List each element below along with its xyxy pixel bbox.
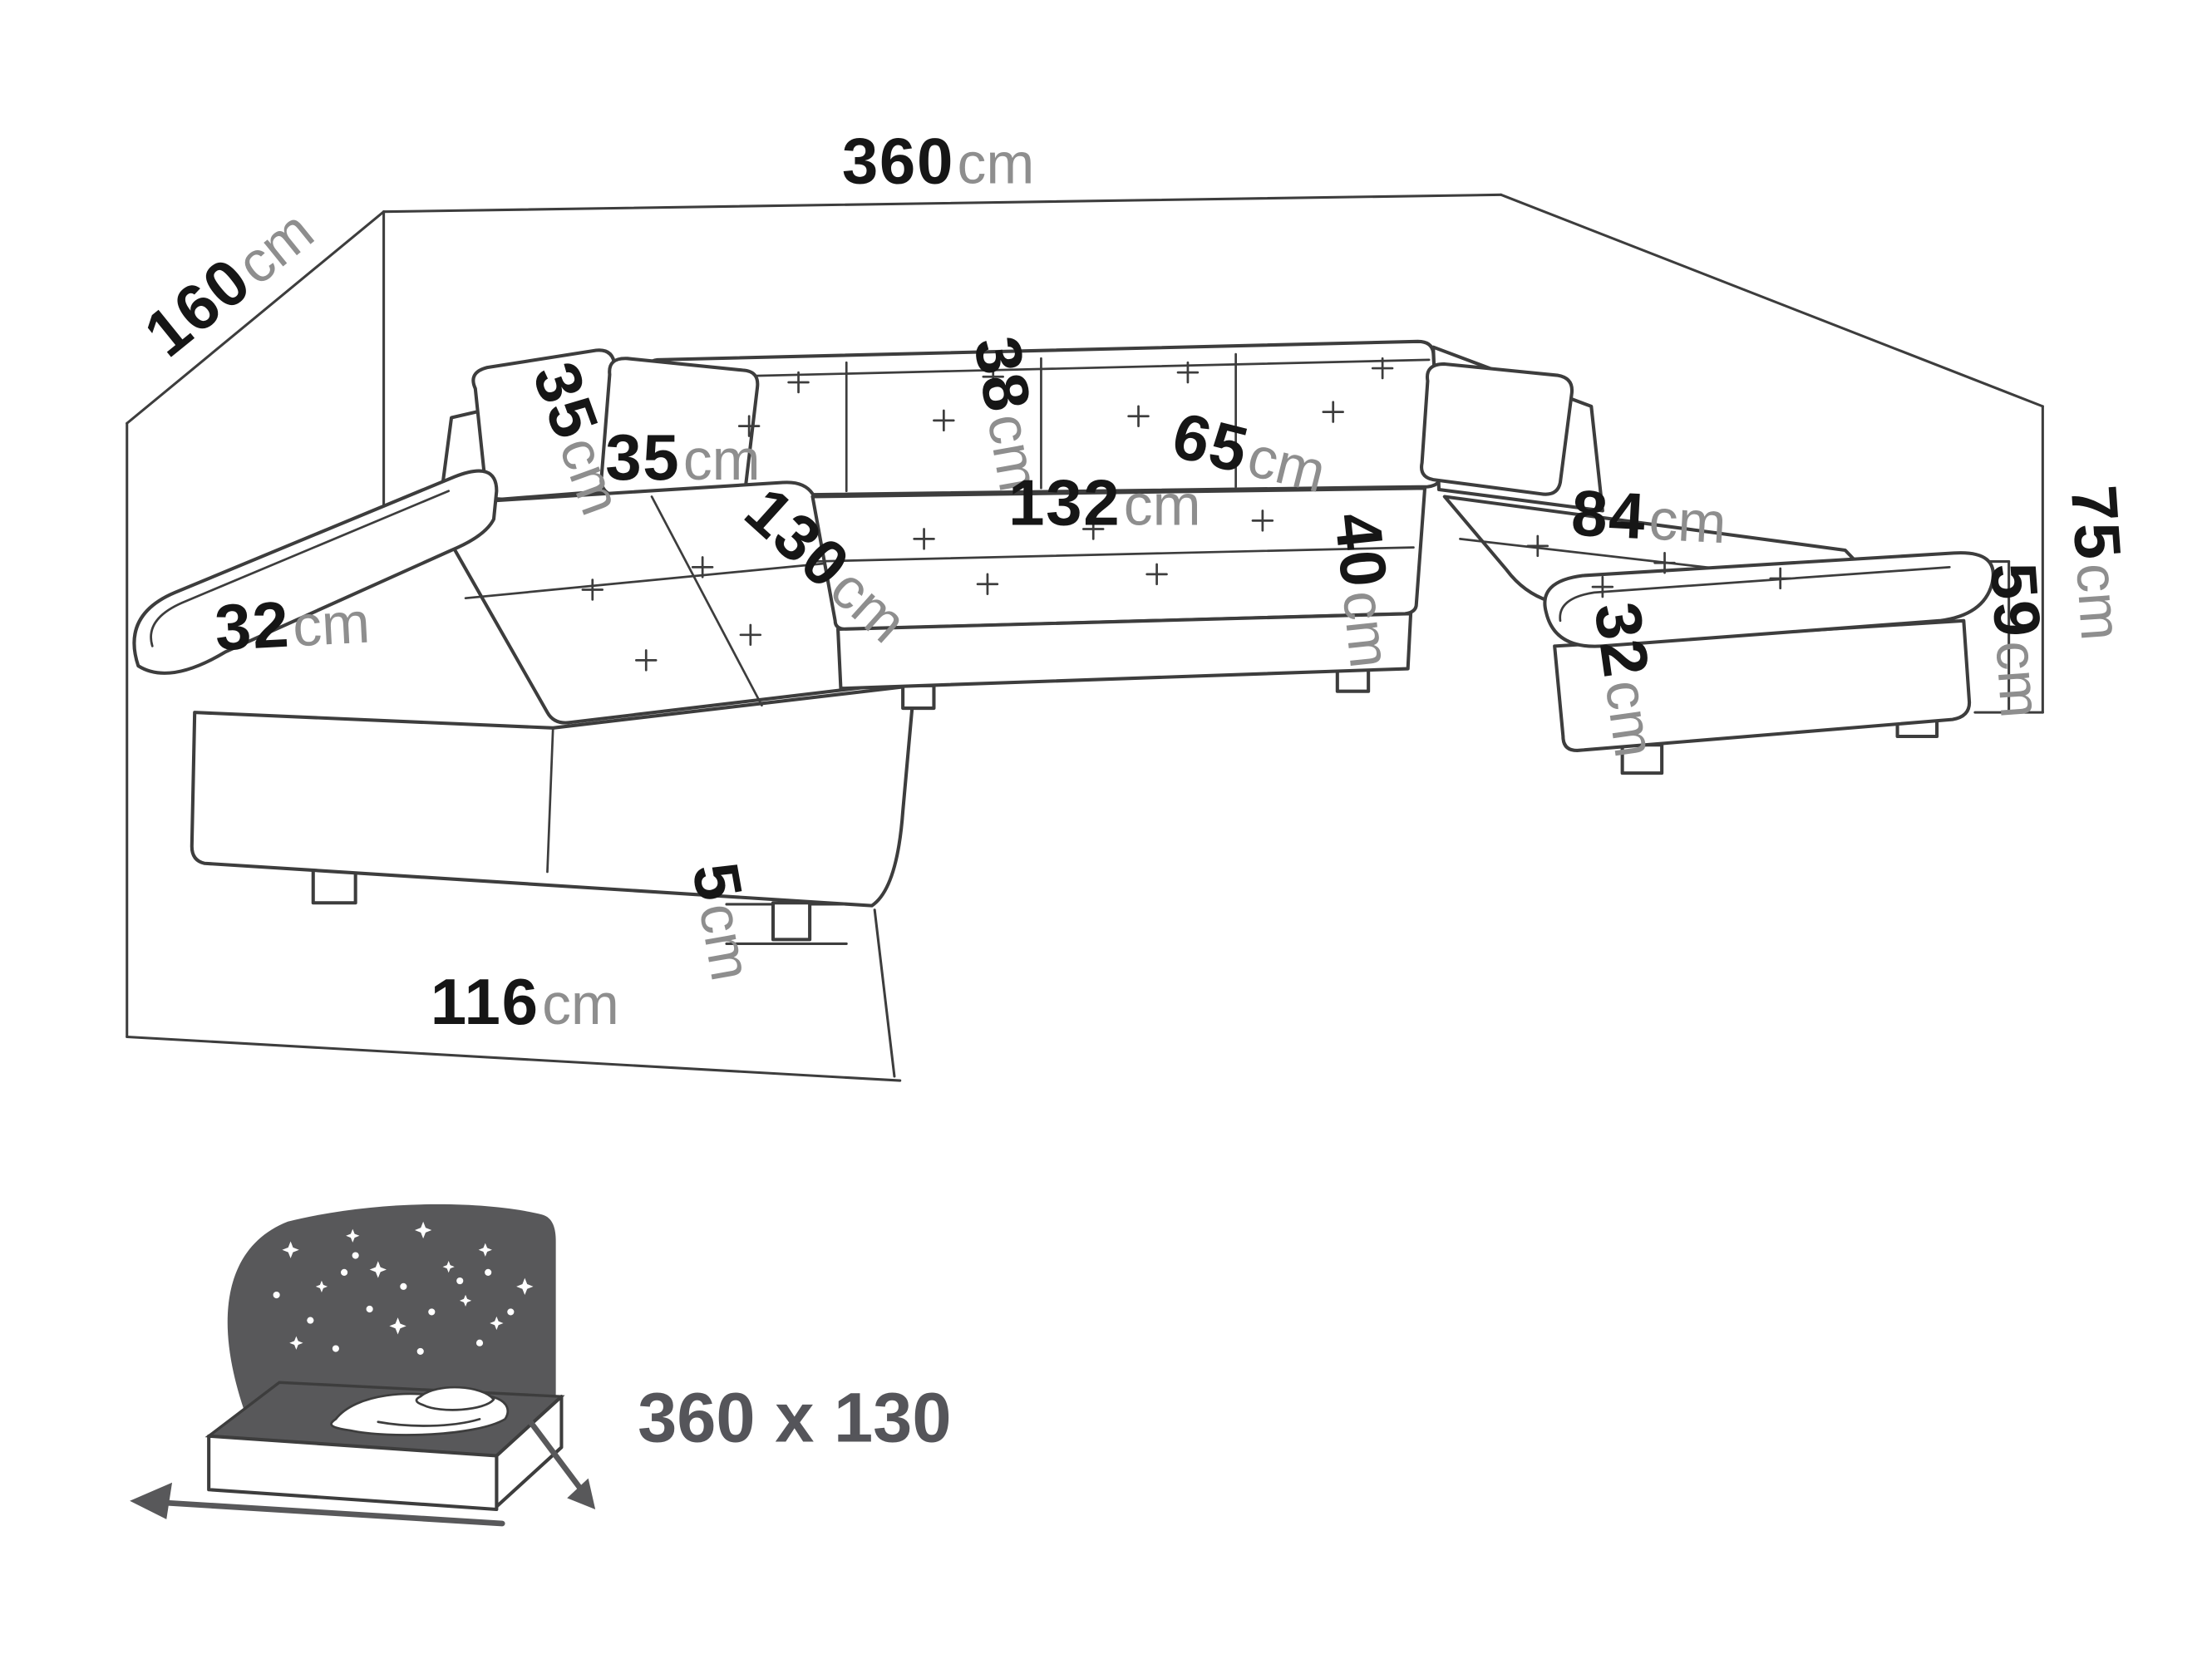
dimension-labels: 360cm 160cm 35cm 35cm 38cm 132cm 65cm 40… [131,125,2141,1038]
bed-pillow [415,1386,495,1411]
dim-armrest-height: 59cm [1977,560,2061,720]
pillows [471,348,1574,510]
sofa-leg [771,901,812,942]
left-chaise [132,469,929,942]
left-armrest [132,469,499,675]
night-sky-headboard [227,1204,556,1422]
dim-total-height: 75cm [2057,483,2141,642]
pillow-right [1420,362,1574,496]
dim-total-width: 360cm [842,125,1034,198]
dim-backrest-thickness: 38cm [960,331,1059,496]
dim-right-armrest-width: 32cm [1580,598,1674,761]
sofa-drawing [132,339,1995,942]
width-arrowhead [130,1482,173,1519]
dim-center-seat-width: 132cm [1008,465,1200,539]
dim-left-armrest-width: 32cm [213,583,372,665]
dim-pillow-height: 35cm [605,421,760,494]
depth-arrowhead [567,1478,596,1509]
dim-seat-height: 40cm [1321,510,1410,672]
right-chaise [1442,495,1995,775]
dim-right-chaise-length: 84cm [1569,476,1728,558]
bed-pictogram [204,1381,565,1512]
sofa-leg [901,683,936,711]
sleeping-size-label: 360 x 130 [638,1378,951,1457]
dim-seat-depth: 65cm [1165,398,1333,506]
center-seat [810,486,1427,711]
stars [273,1221,534,1355]
sleeper-icon [130,1204,596,1527]
tufting-marks [581,357,1791,672]
size-arrows [130,1419,596,1527]
dim-chaise-width: 116cm [431,965,619,1038]
right-armrest [1543,551,1995,648]
